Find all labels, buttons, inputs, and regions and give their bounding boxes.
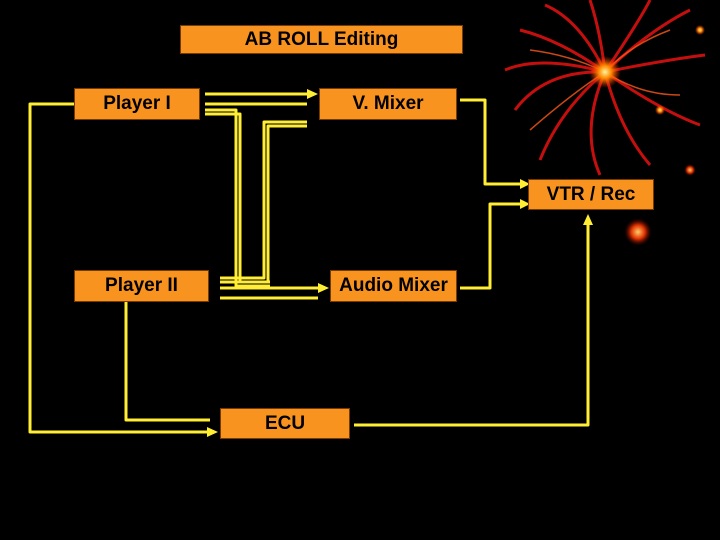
player-1-node: Player I: [74, 88, 200, 120]
connector-player2-ecu: [124, 302, 210, 422]
connector-vmixer-vtr: [460, 98, 520, 186]
ecu-node: ECU: [220, 408, 350, 439]
diagram-title: AB ROLL Editing: [180, 25, 463, 54]
connector-player2-vmixer: [220, 120, 307, 280]
audio-mixer-node: Audio Mixer: [330, 270, 457, 302]
video-mixer-node: V. Mixer: [319, 88, 457, 120]
connector-player1-ecu: [28, 102, 210, 434]
vtr-recorder-node: VTR / Rec: [528, 179, 654, 210]
connector-ecu-vtr: [354, 225, 590, 427]
player-2-node: Player II: [74, 270, 209, 302]
connector-amixer-vtr: [460, 202, 520, 290]
